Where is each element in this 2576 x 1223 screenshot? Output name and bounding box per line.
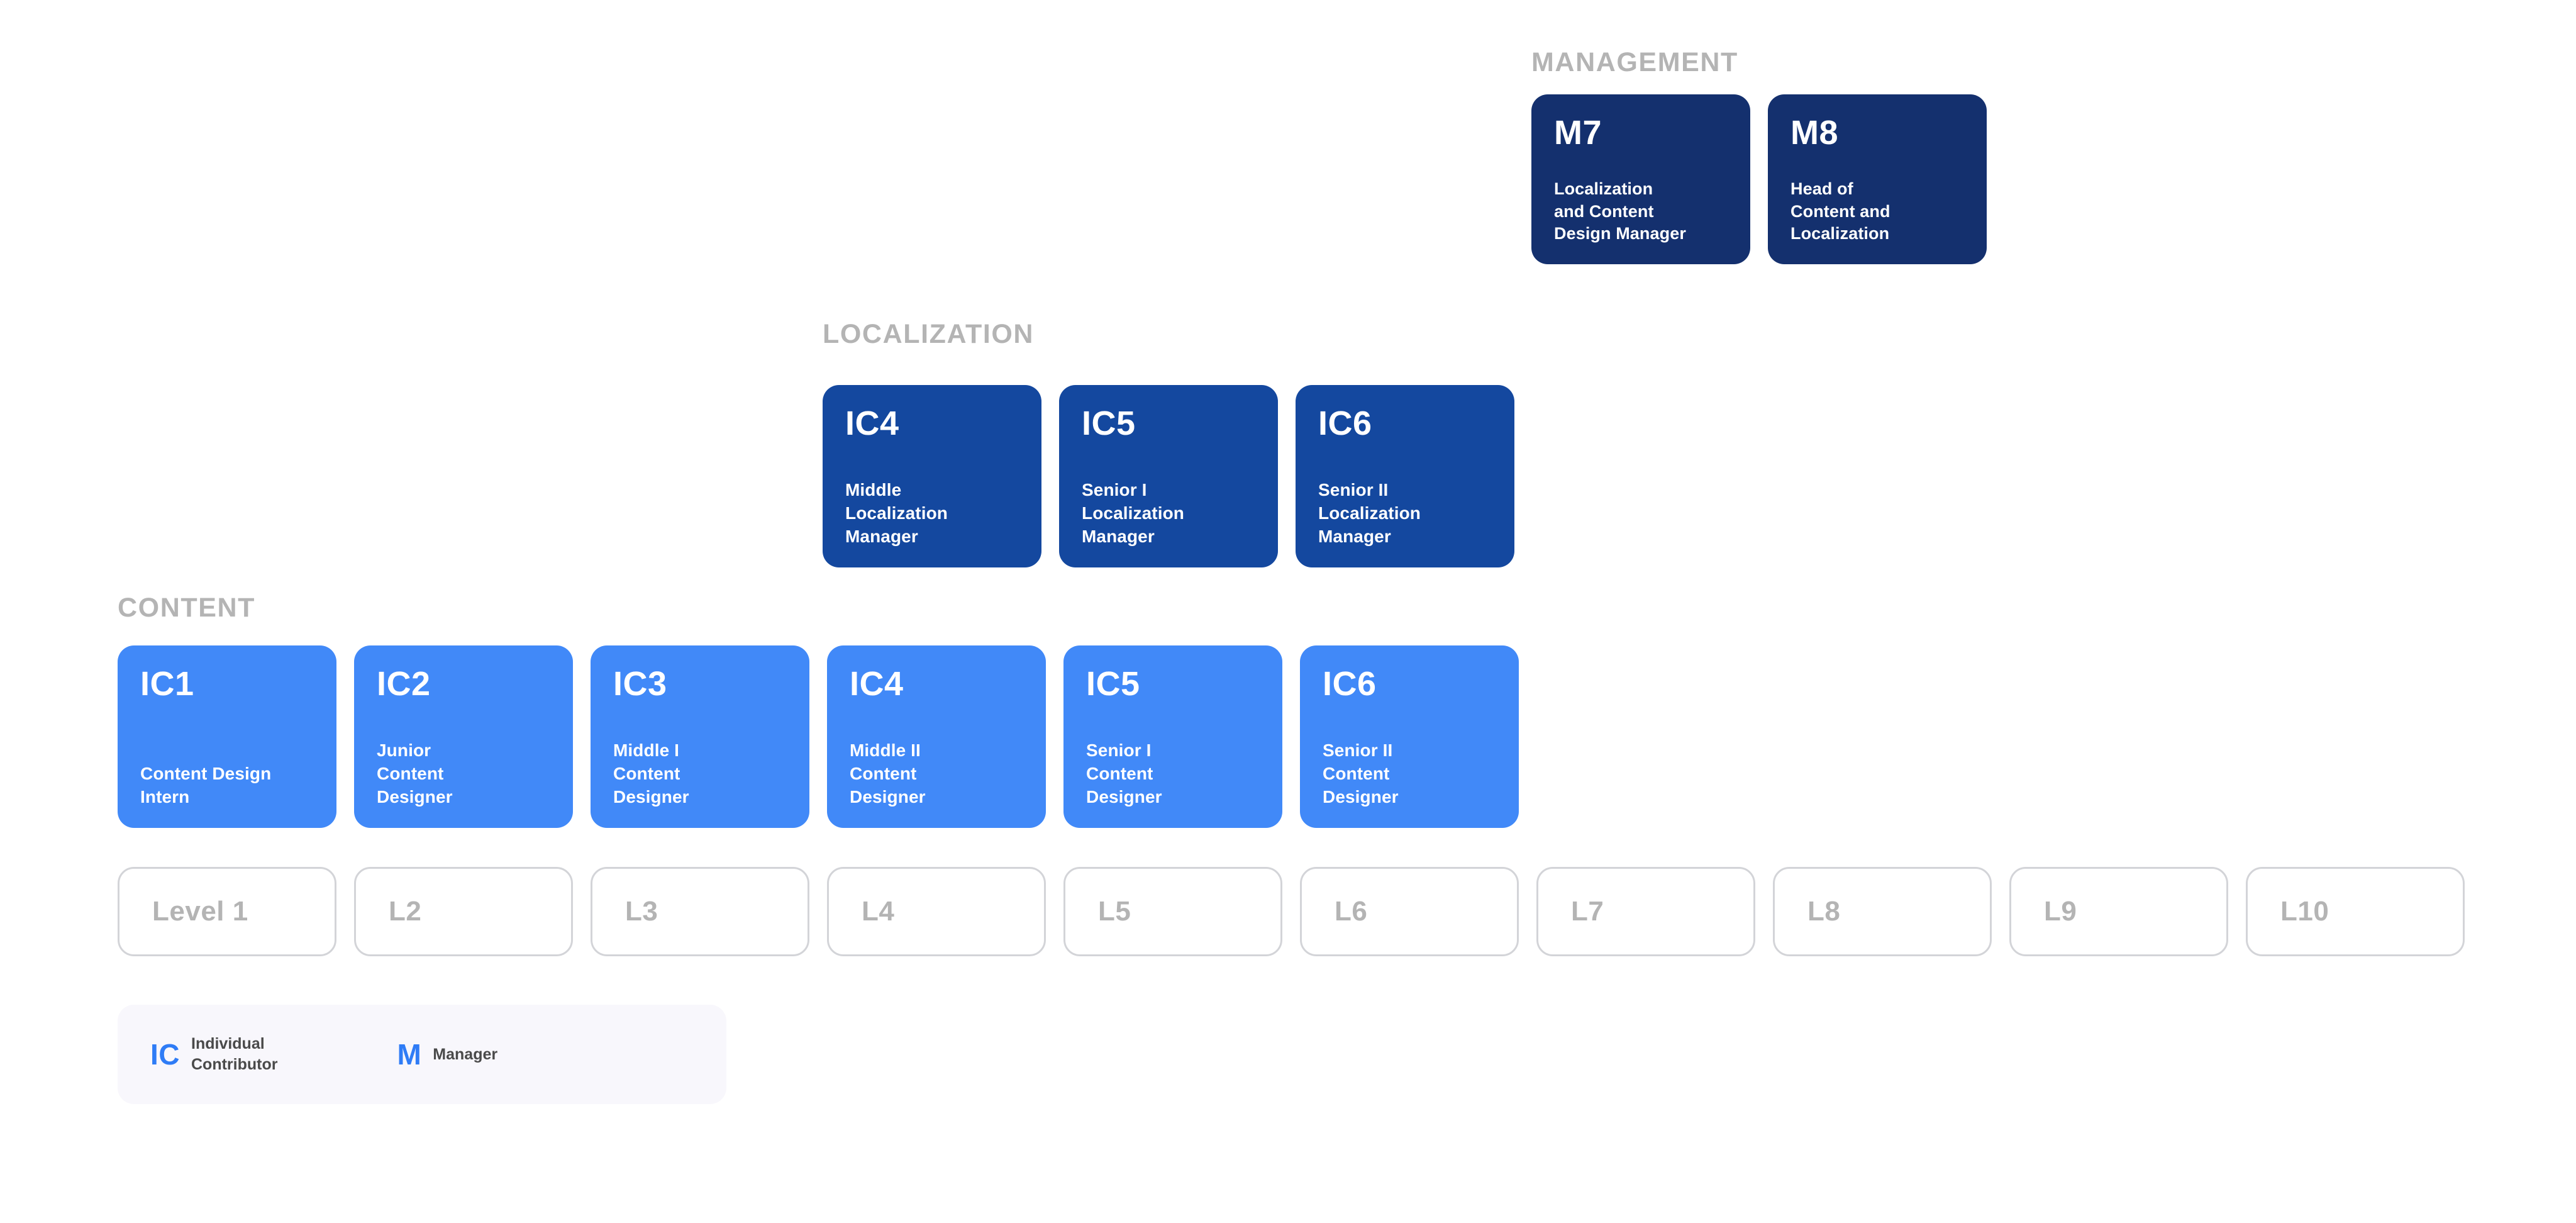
legend-item-ic: IC Individual Contributor [150, 1034, 277, 1075]
role-title: Middle I Content Designer [613, 740, 689, 807]
role-code: IC5 [1082, 405, 1136, 442]
legend-panel: IC Individual Contributor M Manager [118, 1005, 726, 1104]
role-code: M8 [1790, 114, 1839, 152]
role-code: IC1 [140, 665, 194, 703]
role-card-localization-ic5[interactable]: IC5 Senior I Localization Manager [1059, 385, 1278, 567]
section-label-content: CONTENT [118, 593, 256, 623]
content-card-row: IC1 Content Design Intern IC2 Junior Con… [118, 645, 1519, 828]
management-card-row: M7 Localization and Content Design Manag… [1531, 94, 1987, 264]
role-title: Senior II Content Designer [1323, 740, 1399, 807]
role-code: IC4 [850, 665, 904, 703]
level-pill-l7[interactable]: L7 [1536, 867, 1755, 956]
role-title: Middle Localization Manager [845, 480, 948, 547]
level-pill-l10[interactable]: L10 [2246, 867, 2465, 956]
role-card-m7[interactable]: M7 Localization and Content Design Manag… [1531, 94, 1750, 264]
role-code: IC6 [1318, 405, 1372, 442]
role-code: IC5 [1086, 665, 1140, 703]
role-code: IC4 [845, 405, 899, 442]
role-title: Senior II Localization Manager [1318, 480, 1421, 547]
role-title: Senior I Localization Manager [1082, 480, 1184, 547]
legend-label-manager: Manager [433, 1045, 498, 1063]
legend-key-manager: M [397, 1038, 422, 1071]
legend-label-ic: Individual Contributor [191, 1035, 278, 1073]
legend-key-ic: IC [150, 1038, 180, 1071]
role-title: Junior Content Designer [377, 740, 453, 807]
level-pill-l1[interactable]: Level 1 [118, 867, 336, 956]
role-title: Content Design Intern [140, 764, 272, 807]
localization-card-row: IC4 Middle Localization Manager IC5 Seni… [823, 385, 1514, 567]
role-code: IC6 [1323, 665, 1377, 703]
role-code: M7 [1554, 114, 1602, 152]
role-code: IC2 [377, 665, 431, 703]
level-pill-l5[interactable]: L5 [1063, 867, 1282, 956]
level-pill-l6[interactable]: L6 [1300, 867, 1519, 956]
role-code: IC3 [613, 665, 667, 703]
role-card-content-ic2[interactable]: IC2 Junior Content Designer [354, 645, 573, 828]
level-pill-l2[interactable]: L2 [354, 867, 573, 956]
role-card-content-ic4[interactable]: IC4 Middle II Content Designer [827, 645, 1046, 828]
role-card-content-ic5[interactable]: IC5 Senior I Content Designer [1063, 645, 1282, 828]
section-label-management: MANAGEMENT [1531, 47, 1738, 77]
section-label-localization: LOCALIZATION [823, 319, 1035, 349]
role-card-localization-ic6[interactable]: IC6 Senior II Localization Manager [1296, 385, 1514, 567]
level-pill-l4[interactable]: L4 [827, 867, 1046, 956]
role-card-m8[interactable]: M8 Head of Content and Localization [1768, 94, 1987, 264]
role-card-localization-ic4[interactable]: IC4 Middle Localization Manager [823, 385, 1041, 567]
role-title: Localization and Content Design Manager [1554, 179, 1686, 243]
role-title: Middle II Content Designer [850, 740, 926, 807]
role-title: Head of Content and Localization [1790, 179, 1890, 243]
role-title: Senior I Content Designer [1086, 740, 1162, 807]
level-pill-l8[interactable]: L8 [1773, 867, 1992, 956]
role-card-content-ic6[interactable]: IC6 Senior II Content Designer [1300, 645, 1519, 828]
level-axis-row: Level 1 L2 L3 L4 L5 L6 L7 L8 L9 L10 [118, 867, 2465, 956]
role-card-content-ic1[interactable]: IC1 Content Design Intern [118, 645, 336, 828]
level-pill-l9[interactable]: L9 [2009, 867, 2228, 956]
level-pill-l3[interactable]: L3 [591, 867, 809, 956]
role-card-content-ic3[interactable]: IC3 Middle I Content Designer [591, 645, 809, 828]
legend-item-manager: M Manager [397, 1040, 497, 1069]
